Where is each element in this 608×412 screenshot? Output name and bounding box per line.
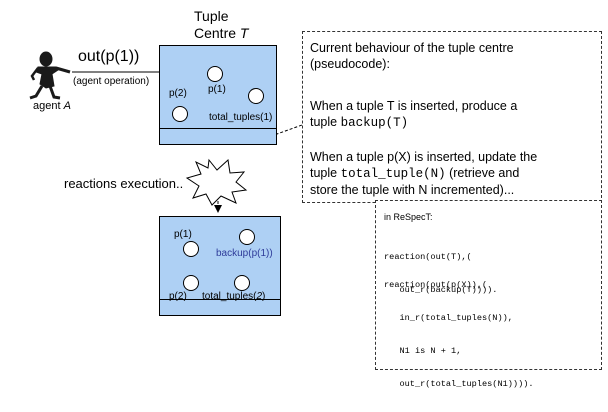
code1-line2: out_r(backup(T)))). — [384, 285, 498, 295]
behaviour-rule2: When a tuple p(X) is inserted, update th… — [310, 149, 537, 198]
tuple-label-total-after: total_tuples(2) — [202, 291, 265, 302]
title-line2-prefix: Centre — [194, 25, 240, 41]
total-after-suffix: ) — [262, 291, 266, 302]
rule1-line2-prefix: tuple — [310, 115, 341, 129]
behaviour-heading-line2: (pseudocode): — [310, 57, 390, 71]
rule2-line2: tuple total_tuple(N) (retrieve and — [310, 165, 537, 182]
tuple-centre-box-divider — [160, 128, 276, 129]
tuple-circle-p2 — [172, 106, 188, 122]
agent-label-var: A — [63, 100, 71, 112]
code1-line1: reaction(out(T),( — [384, 252, 472, 262]
total-after-num: 2 — [256, 291, 263, 302]
tuple-circle-total — [248, 88, 264, 104]
rule2-line2-suffix: (retrieve and — [445, 166, 520, 180]
title-line1: Tuple — [194, 8, 229, 24]
total-after-prefix: total_tuples( — [202, 291, 257, 302]
rule1-line1: When a tuple T is inserted, produce a — [310, 99, 518, 113]
note-leader-line — [251, 124, 303, 144]
tuple-circle-total-after — [234, 275, 250, 291]
respect-heading: in ReSpecT: — [384, 212, 433, 222]
tuple-label-total: total_tuples(1) — [209, 112, 273, 123]
behaviour-rule1: When a tuple T is inserted, produce a tu… — [310, 98, 517, 131]
reactions-explosion-shape — [185, 158, 248, 206]
tuple-circle-p1 — [183, 241, 199, 257]
connector-layer — [29, 51, 303, 213]
tuple-centre-box-after-divider — [160, 299, 280, 300]
tuple-label-p1-incoming: p(1) — [208, 84, 226, 95]
title-line2-var: T — [239, 25, 249, 41]
tuple-circle-p1-incoming — [207, 66, 223, 82]
behaviour-heading: Current behaviour of the tuple centre (p… — [310, 40, 514, 72]
rule2-line2-prefix: tuple — [310, 166, 341, 180]
rule2-line1: When a tuple p(X) is inserted, update th… — [310, 150, 538, 164]
rule1-line2: tuple backup(T) — [310, 114, 517, 131]
tuple-label-p1: p(1) — [174, 229, 192, 240]
agent-label-prefix: agent — [33, 100, 64, 112]
rule2-line2-code: total_tuple(N) — [340, 167, 446, 181]
code2-line2: in_r(total_tuples(N)), — [384, 313, 513, 323]
agent-operation-note: (agent operation) — [73, 76, 150, 87]
title-line2: Centre T — [194, 25, 248, 42]
tuple-label-p2: p(2) — [169, 88, 187, 99]
agent-label: agent A — [33, 100, 71, 112]
agent-figure-icon — [29, 51, 71, 100]
tuple-centre-box-after: p(1) backup(p(1)) p(2) total_tuples(2) — [159, 216, 281, 316]
respect-code-block-2: reaction(out(p(X)),( in_r(total_tuples(N… — [384, 258, 534, 412]
tuple-circle-p2-after — [183, 275, 199, 291]
tuple-circle-backup — [239, 229, 255, 245]
reactions-execution-label: reactions execution.. — [64, 176, 184, 191]
respect-code-block-1: reaction(out(T),( out_r(backup(T)))). — [384, 230, 497, 318]
tuple-centre-title: Tuple Centre T — [194, 8, 248, 42]
code2-line4: out_r(total_tuples(N1)))). — [384, 379, 534, 389]
behaviour-note: Current behaviour of the tuple centre (p… — [302, 31, 602, 203]
agent-operation-label: out(p(1)) — [78, 48, 140, 65]
tuple-label-p2-after: p(2) — [169, 291, 187, 302]
behaviour-heading-line1: Current behaviour of the tuple centre — [310, 41, 514, 55]
code2-line3: N1 is N + 1, — [384, 346, 462, 356]
rule2-line3: store the tuple with N incremented)... — [310, 183, 515, 197]
rule1-line2-code: backup(T) — [340, 116, 409, 130]
respect-code-note: in ReSpecT: reaction(out(T),( out_r(back… — [375, 200, 602, 389]
tuple-label-backup: backup(p(1)) — [216, 248, 273, 259]
tuple-centre-box-before: p(1) p(2) total_tuples(1) — [159, 45, 277, 145]
code2-line1: reaction(out(p(X)),( — [384, 280, 488, 290]
